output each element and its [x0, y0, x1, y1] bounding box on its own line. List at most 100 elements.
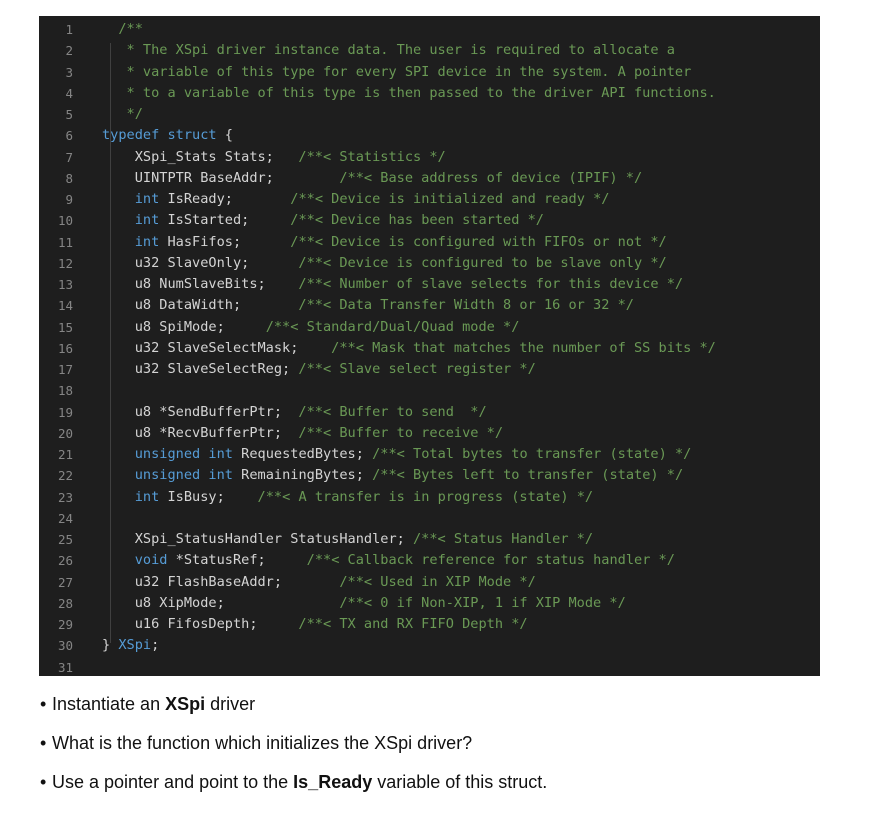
code-line: 8 UINTPTR BaseAddr; /**< Base address of… — [39, 168, 820, 189]
code-text: int IsReady; /**< Device is initialized … — [102, 189, 610, 210]
keyword-token: int — [134, 488, 160, 505]
comment-token: /**< Standard/Dual/Quad mode */ — [265, 318, 520, 335]
keyword-token: int — [134, 191, 160, 207]
line-number: 2 — [65, 43, 73, 59]
code-line: 14 u8 DataWidth; /**< Data Transfer Widt… — [39, 295, 820, 316]
code-line: 11 int HasFifos; /**< Device is configur… — [39, 232, 820, 253]
code-token: IsReady; — [159, 191, 291, 207]
keyword-token: unsigned — [134, 446, 201, 462]
code-token — [102, 552, 135, 568]
code-token: } — [102, 637, 119, 654]
code-text: * variable of this type for every SPI de… — [102, 62, 692, 83]
keyword-token: void — [134, 552, 168, 569]
code-text: u8 NumSlaveBits; /**< Number of slave se… — [102, 274, 683, 295]
task-item: •Instantiate an XSpi driver — [40, 692, 547, 731]
task-emphasis: Is_Ready — [293, 772, 373, 792]
line-number: 7 — [65, 149, 73, 165]
comment-token: * variable of this type for every SPI de… — [102, 63, 692, 80]
line-number: 9 — [65, 192, 73, 207]
code-token: u32 SlaveSelectMask; — [102, 339, 332, 356]
keyword-token: int — [208, 446, 233, 462]
code-token: u16 FifosDepth; — [102, 616, 299, 632]
code-text: XSpi_Stats Stats; /**< Statistics */ — [102, 147, 446, 168]
comment-token: /**< A transfer is in progress (state) *… — [257, 488, 594, 505]
line-number: 17 — [57, 362, 73, 377]
keyword-token: int — [208, 467, 233, 484]
code-token: u32 SlaveOnly; — [102, 254, 299, 271]
comment-token: /**< Base address of device (IPIF) */ — [339, 169, 643, 186]
code-text: u8 SpiMode; /**< Standard/Dual/Quad mode… — [102, 317, 520, 338]
code-text: u8 *RecvBufferPtr; /**< Buffer to receiv… — [102, 423, 503, 444]
line-number: 6 — [65, 128, 73, 144]
line-number: 31 — [57, 659, 73, 675]
code-token — [102, 467, 135, 483]
code-token: u8 DataWidth; — [102, 297, 299, 314]
comment-token: /**< TX and RX FIFO Depth */ — [298, 616, 528, 632]
code-text: u8 *SendBufferPtr; /**< Buffer to send *… — [102, 402, 487, 423]
code-line: 1 /** — [39, 19, 820, 40]
comment-token: /**< Total bytes to transfer (state) */ — [372, 446, 692, 462]
line-number: 21 — [57, 447, 73, 462]
code-text: int IsBusy; /**< A transfer is in progre… — [102, 487, 593, 508]
task-text: What is the function which initializes t… — [52, 733, 473, 753]
code-token: XSpi_Stats Stats; — [102, 148, 299, 165]
comment-token: /**< Statistics */ — [298, 148, 446, 165]
comment-token: /**< Status Handler */ — [413, 531, 594, 547]
task-list: •Instantiate an XSpi driver•What is the … — [40, 692, 547, 809]
line-number: 12 — [57, 255, 73, 271]
code-text: * to a variable of this type is then pas… — [102, 83, 716, 104]
code-line: 31 — [39, 657, 820, 677]
comment-token: /**< Callback reference for status handl… — [306, 552, 675, 569]
line-number: 10 — [57, 213, 73, 229]
code-token: u8 NumSlaveBits; — [102, 276, 299, 292]
comment-token: /**< Buffer to receive */ — [298, 424, 504, 441]
keyword-token: typedef — [102, 127, 160, 144]
code-token — [102, 446, 135, 462]
bullet-icon: • — [40, 694, 47, 714]
code-token: ; — [151, 637, 160, 654]
code-line: 13 u8 NumSlaveBits; /**< Number of slave… — [39, 274, 820, 295]
code-line: 26 void *StatusRef; /**< Callback refere… — [39, 550, 820, 571]
line-number: 28 — [57, 595, 73, 611]
comment-token: /**< Buffer to send */ — [298, 403, 487, 420]
code-line: 10 int IsStarted; /**< Device has been s… — [39, 210, 820, 231]
code-token — [102, 489, 135, 505]
code-lines: 1 /**2 * The XSpi driver instance data. … — [39, 19, 820, 676]
comment-token: /**< Device is configured to be slave on… — [298, 254, 667, 271]
code-text: unsigned int RemainingBytes; /**< Bytes … — [102, 465, 683, 486]
comment-token: /**< Slave select register */ — [298, 361, 536, 377]
line-number: 26 — [57, 553, 73, 569]
code-line: 2 * The XSpi driver instance data. The u… — [39, 40, 820, 61]
code-line: 27 u32 FlashBaseAddr; /**< Used in XIP M… — [39, 572, 820, 593]
code-token — [102, 191, 135, 207]
code-line: 21 unsigned int RequestedBytes; /**< Tot… — [39, 444, 820, 465]
code-token: { — [216, 127, 233, 144]
task-item: •What is the function which initializes … — [40, 731, 547, 770]
code-token: u32 FlashBaseAddr; — [102, 573, 340, 590]
code-editor-panel: 1 /**2 * The XSpi driver instance data. … — [39, 16, 820, 676]
comment-token: * to a variable of this type is then pas… — [102, 84, 716, 101]
comment-token: /**< Device is initialized and ready */ — [290, 191, 610, 207]
task-emphasis: XSpi — [165, 694, 206, 714]
comment-token: /**< Used in XIP Mode */ — [339, 573, 536, 590]
code-line: 18 — [39, 380, 820, 401]
code-token: HasFifos; — [159, 233, 291, 250]
code-line: 5 */ — [39, 104, 820, 125]
code-token: *StatusRef; — [167, 552, 307, 569]
code-text: u32 SlaveSelectMask; /**< Mask that matc… — [102, 338, 716, 359]
code-line: 12 u32 SlaveOnly; /**< Device is configu… — [39, 253, 820, 274]
code-line: 16 u32 SlaveSelectMask; /**< Mask that m… — [39, 338, 820, 359]
line-number: 3 — [65, 64, 73, 80]
code-line: 4 * to a variable of this type is then p… — [39, 83, 820, 104]
code-token: u8 SpiMode; — [102, 318, 266, 335]
code-line: 17 u32 SlaveSelectReg; /**< Slave select… — [39, 359, 820, 380]
code-line: 24 — [39, 508, 820, 529]
keyword-token: unsigned — [134, 467, 201, 484]
line-number: 20 — [57, 425, 73, 441]
line-number: 29 — [57, 617, 73, 632]
comment-token: /**< Number of slave selects for this de… — [298, 276, 684, 292]
code-token: UINTPTR BaseAddr; — [102, 169, 340, 186]
code-text: unsigned int RequestedBytes; /**< Total … — [102, 444, 692, 465]
line-number: 5 — [65, 107, 73, 122]
comment-token: /**< Device is configured with FIFOs or … — [290, 233, 667, 250]
